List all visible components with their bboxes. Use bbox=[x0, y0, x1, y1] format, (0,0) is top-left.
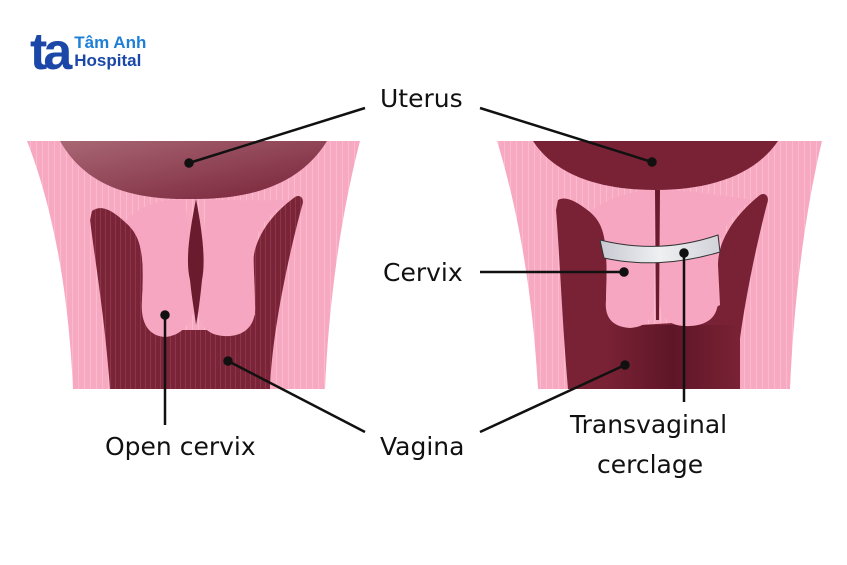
open-cervix-illustration bbox=[27, 141, 360, 389]
label-cerclage-line1: Transvaginal bbox=[570, 410, 728, 439]
label-open-cervix: Open cervix bbox=[105, 432, 256, 461]
leader-lines bbox=[160, 106, 689, 434]
logo-line-2: Hospital bbox=[74, 51, 142, 70]
logo-line-1: Tâm Anh bbox=[74, 33, 147, 52]
cerclage-illustration bbox=[497, 141, 822, 389]
label-vagina: Vagina bbox=[380, 432, 465, 461]
label-cerclage-line2: cerclage bbox=[597, 450, 704, 479]
hospital-logo: ta Tâm Anh Hospital bbox=[30, 23, 146, 81]
logo-mark: ta bbox=[30, 23, 72, 81]
logo-text: Tâm Anh Hospital bbox=[74, 34, 146, 70]
label-cervix: Cervix bbox=[383, 258, 463, 287]
label-uterus: Uterus bbox=[380, 84, 463, 113]
